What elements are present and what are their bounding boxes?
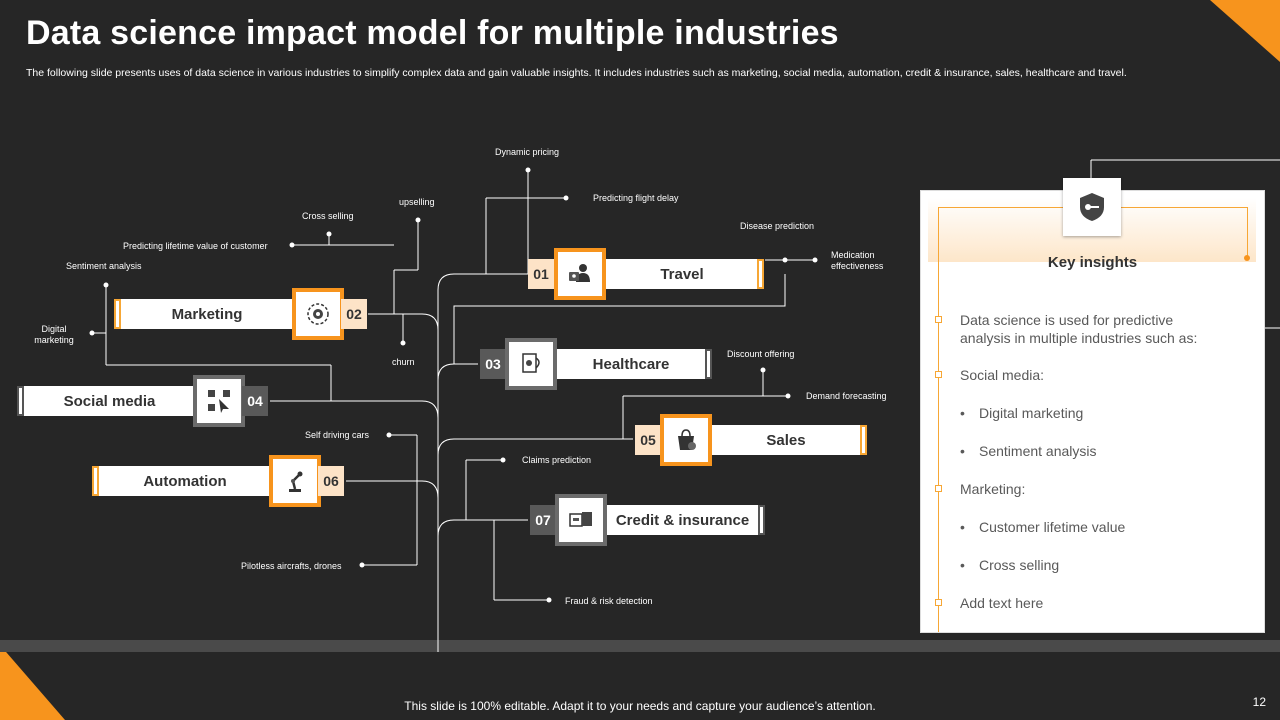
insight-item: Marketing:	[960, 481, 1026, 497]
shield-key-icon	[1080, 193, 1104, 221]
target-gear-icon	[307, 303, 329, 325]
insight-item: Cross selling	[979, 557, 1060, 573]
insight-bullet: •	[960, 405, 965, 421]
label-demand-forecasting: Demand forecasting	[806, 391, 887, 401]
travel-bar: Travel	[600, 259, 764, 289]
credit-number: 07	[530, 505, 556, 535]
social-media-icon-box	[193, 375, 245, 427]
sales-number: 05	[635, 425, 661, 455]
insight-item: Social media:	[960, 367, 1045, 383]
label-claims-prediction: Claims prediction	[522, 455, 592, 465]
insight-marker	[935, 371, 942, 378]
label-cross-selling: Cross selling	[302, 211, 354, 221]
insight-bullet: •	[960, 443, 965, 459]
insight-marker	[935, 316, 942, 323]
automation-bar: Automation	[92, 466, 278, 496]
medical-document-icon	[522, 353, 540, 373]
social-media-label: Social media	[63, 392, 156, 410]
credit-bar: Credit & insurance	[600, 505, 765, 535]
insight-item: Add text here	[960, 595, 1044, 611]
cards-icon	[569, 512, 592, 527]
corner-accent-top-right	[1210, 0, 1280, 62]
label-discount-offering: Discount offering	[727, 349, 795, 359]
label-churn: churn	[392, 357, 415, 367]
healthcare-bar: Healthcare	[550, 349, 712, 379]
sales-icon-box	[660, 414, 712, 466]
marketing-label: Marketing	[171, 305, 243, 323]
sales-label: Sales	[766, 431, 806, 449]
label-lifetime-value: Predicting lifetime value of customer	[123, 241, 268, 251]
label-fraud-detection: Fraud & risk detection	[565, 596, 653, 606]
footer-band	[0, 640, 1280, 652]
key-insights-panel	[920, 190, 1265, 633]
robot-arm-icon	[289, 471, 303, 492]
label-digital-marketing: Digital marketing	[34, 324, 74, 345]
insight-bullet: •	[960, 519, 965, 535]
slide-subtitle: The following slide presents uses of dat…	[26, 67, 1127, 79]
social-media-number: 04	[242, 386, 268, 416]
travel-number: 01	[528, 259, 554, 289]
travel-label: Travel	[660, 265, 704, 283]
shopping-bag-icon	[678, 429, 696, 450]
key-insights-icon-box	[1063, 178, 1121, 236]
label-predicting-flight-delay: Predicting flight delay	[593, 193, 679, 203]
insight-marker	[935, 599, 942, 606]
marketing-number: 02	[341, 299, 367, 329]
slide-title: Data science impact model for multiple i…	[26, 14, 839, 52]
credit-label: Credit & insurance	[615, 511, 750, 529]
team-id-icon	[569, 264, 590, 282]
insight-bullet: •	[960, 557, 965, 573]
insight-item: Sentiment analysis	[979, 443, 1097, 459]
panel-accent-line-right	[1247, 207, 1248, 258]
footer-note: This slide is 100% editable. Adapt it to…	[404, 699, 876, 713]
healthcare-label: Healthcare	[592, 355, 670, 373]
social-network-icon	[208, 390, 230, 413]
insight-marker	[935, 485, 942, 492]
automation-number: 06	[318, 466, 344, 496]
key-insights-title: Key insights	[1047, 254, 1138, 271]
automation-icon-box	[269, 455, 321, 507]
marketing-bar: Marketing	[114, 299, 300, 329]
label-disease-prediction: Disease prediction	[740, 221, 815, 231]
insight-item: Customer lifetime value	[979, 519, 1126, 535]
panel-accent-line-left	[938, 207, 939, 632]
label-self-driving-cars: Self driving cars	[305, 430, 370, 440]
credit-icon-box	[555, 494, 607, 546]
healthcare-icon-box	[505, 338, 557, 390]
insight-item: Digital marketing	[979, 405, 1084, 421]
label-medication-effectiveness: Medication effectiveness	[831, 250, 884, 271]
travel-icon-box	[554, 248, 606, 300]
sales-bar: Sales	[705, 425, 867, 455]
label-upselling: upselling	[399, 197, 435, 207]
page-number: 12	[1252, 695, 1266, 709]
healthcare-number: 03	[480, 349, 506, 379]
marketing-icon-box	[292, 288, 344, 340]
label-sentiment-analysis: Sentiment analysis	[66, 261, 142, 271]
social-media-bar: Social media	[17, 386, 202, 416]
panel-accent-dot	[1244, 255, 1250, 261]
corner-accent-bottom-left	[0, 645, 65, 720]
label-dynamic-pricing: Dynamic pricing	[495, 147, 560, 157]
insight-item: Data science is used for predictive anal…	[960, 312, 1198, 346]
automation-label: Automation	[143, 472, 227, 490]
label-pilotless-aircrafts: Pilotless aircrafts, drones	[241, 561, 342, 571]
